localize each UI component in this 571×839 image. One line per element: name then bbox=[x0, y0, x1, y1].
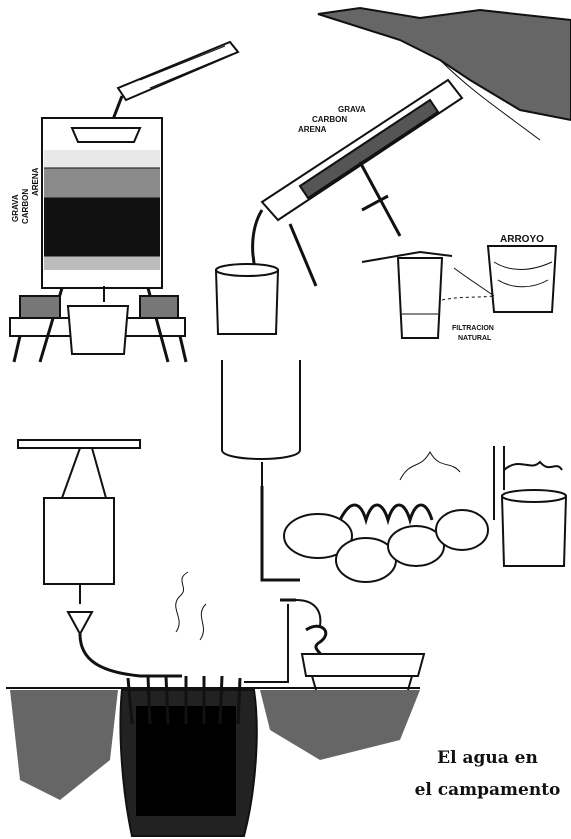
barrel-filter bbox=[10, 42, 238, 362]
caption-line-1: El agua en bbox=[405, 742, 570, 774]
stream-sketch bbox=[454, 268, 494, 296]
label-arroyo: ARROYO bbox=[500, 234, 544, 245]
label-grava-tray: GRAVA bbox=[338, 105, 366, 114]
label-arena-left: ARENA bbox=[31, 167, 40, 196]
label-arena-tray: ARENA bbox=[298, 125, 327, 134]
hanging-bag bbox=[18, 440, 140, 634]
fire-distiller bbox=[222, 360, 566, 582]
tray-layer-labels: GRAVA CARBON ARENA bbox=[298, 105, 366, 134]
label-grava-left: GRAVA bbox=[11, 194, 20, 222]
label-natural: NATURAL bbox=[458, 335, 492, 342]
label-filtracion: FILTRACION bbox=[452, 325, 494, 332]
caption: El agua en el campamento bbox=[405, 742, 570, 806]
label-carbon-tray: CARBON bbox=[312, 115, 347, 124]
label-carbon-left: CARBON bbox=[21, 189, 30, 224]
barrel-layer-labels: GRAVA CARBON ARENA bbox=[11, 167, 40, 224]
caption-line-2: el campamento bbox=[405, 774, 570, 806]
